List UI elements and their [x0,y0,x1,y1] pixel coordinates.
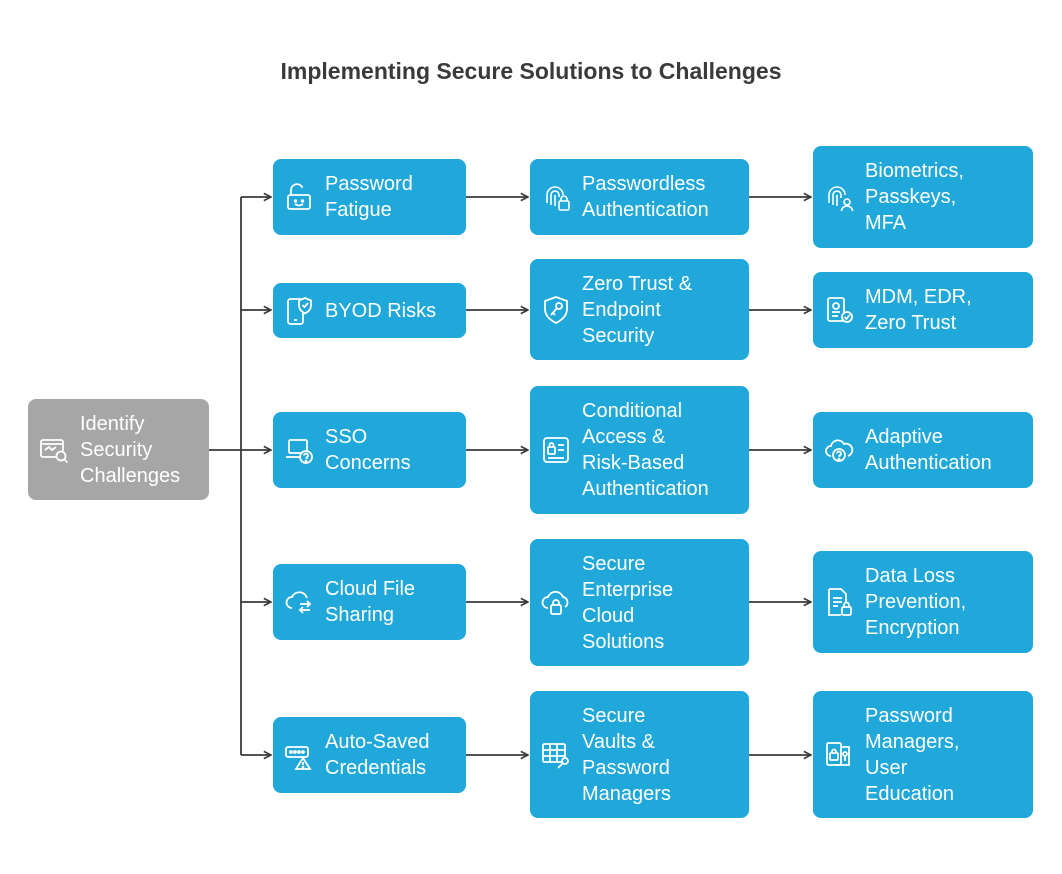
diagram-title: Implementing Secure Solutions to Challen… [280,58,782,84]
solution-label: Secure Vaults & Password Managers [582,704,671,805]
solution-node: Passwordless Authentication [530,159,749,235]
solution-node: Secure Enterprise Cloud Solutions [530,539,749,666]
arrows-group [209,197,811,755]
cloud-lock-icon [538,585,574,621]
unlocked-padlock-icon [281,179,317,215]
solution-label: Zero Trust & Endpoint Security [582,272,693,347]
password-warning-icon [281,737,317,773]
solution-node: Zero Trust & Endpoint Security [530,259,749,360]
tool-label: MDM, EDR, Zero Trust [865,286,972,334]
tool-node: Biometrics, Passkeys, MFA [813,146,1033,248]
tool-label: Password Managers, User Education [865,704,960,805]
solution-node: Conditional Access & Risk-Based Authenti… [530,386,749,514]
solution-label: Secure Enterprise Cloud Solutions [582,552,674,653]
tool-label: Biometrics, Passkeys, MFA [865,160,964,234]
solution-label: Passwordless Authentication [582,173,709,221]
solution-label: Conditional Access & Risk-Based Authenti… [582,400,709,500]
tool-node: Adaptive Authentication [813,412,1033,488]
solution-node: Secure Vaults & Password Managers [530,691,749,818]
tool-node: Password Managers, User Education [813,691,1033,818]
root-label: Identify Security Challenges [80,412,181,487]
vault-key-icon [538,737,574,773]
tool-node: MDM, EDR, Zero Trust [813,272,1033,348]
cloud-share-icon [281,584,317,620]
challenge-node: Cloud File Sharing [273,564,466,640]
cloud-question-icon [821,432,857,468]
shield-key-icon [538,292,574,328]
id-card-check-icon [821,292,857,328]
fingerprint-user-icon [821,179,857,215]
tool-label: Adaptive Authentication [865,426,992,474]
challenge-label: Auto-Saved Credentials [325,731,430,779]
challenge-node: Auto-Saved Credentials [273,717,466,793]
fingerprint-lock-icon [538,179,574,215]
laptop-question-icon [281,432,317,468]
challenge-label: Password Fatigue [325,173,413,221]
tool-node: Data Loss Prevention, Encryption [813,551,1033,653]
access-panel-icon [538,432,574,468]
book-lock-icon [821,737,857,773]
challenge-label: Cloud File Sharing [325,578,416,626]
document-lock-icon [821,584,857,620]
challenge-node: BYOD Risks [273,283,466,338]
tool-label: Data Loss Prevention, Encryption [865,565,967,639]
phone-shield-icon [281,293,317,329]
challenge-label: BYOD Risks [325,299,437,322]
challenge-node: Password Fatigue [273,159,466,235]
search-window-icon [36,432,72,468]
challenge-label: SSO Concerns [325,426,411,474]
challenge-node: SSO Concerns [273,412,466,488]
root-node: Identify Security Challenges [28,399,209,500]
